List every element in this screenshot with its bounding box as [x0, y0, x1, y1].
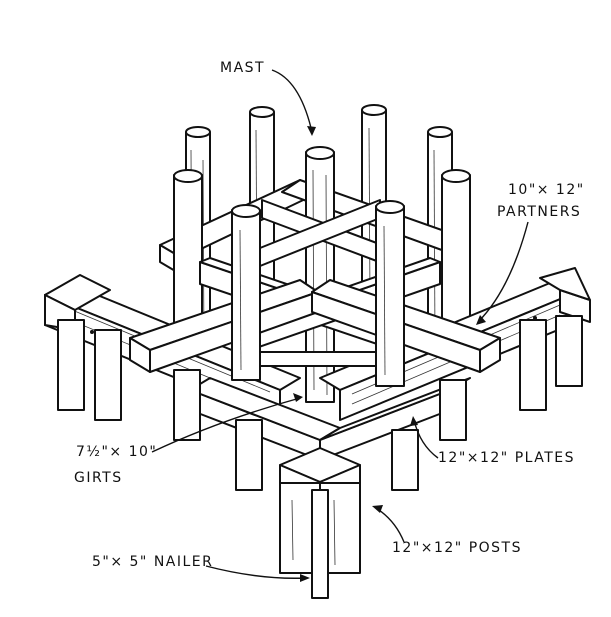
lower-post-left-inner [94, 329, 122, 421]
lower-post-right-1 [439, 379, 467, 441]
svg-text:MAST: MAST [220, 60, 265, 76]
svg-text:GIRTS: GIRTS [74, 470, 123, 486]
side-post-right [441, 169, 471, 346]
lower-post-left-outer [57, 319, 85, 411]
nailer [311, 489, 329, 599]
lower-post-right-3 [555, 315, 583, 387]
svg-text:7½"× 10": 7½"× 10" [76, 444, 157, 460]
lower-post-left-2 [173, 369, 201, 441]
side-post-left [173, 169, 203, 326]
svg-text:12"×12" PLATES: 12"×12" PLATES [438, 450, 575, 466]
lower-post-mid-left [235, 419, 263, 491]
front-cross-rail [259, 351, 377, 367]
plate-right-end-block [539, 267, 591, 323]
label-mast: MAST [220, 60, 316, 136]
label-nailer: 5"× 5" NAILER [92, 554, 310, 582]
front-post-left [231, 204, 261, 381]
label-partners: 10"× 12" PARTNERS [476, 182, 585, 325]
label-plates: 12"×12" PLATES [410, 416, 575, 466]
svg-text:10"× 12": 10"× 12" [508, 182, 585, 198]
label-girts: 7½"× 10" GIRTS [74, 393, 303, 486]
svg-text:5"× 5" NAILER: 5"× 5" NAILER [92, 554, 213, 570]
front-post-right [375, 200, 405, 387]
svg-text:12"×12" POSTS: 12"×12" POSTS [392, 540, 522, 556]
lower-post-right-4 [391, 429, 419, 491]
svg-text:PARTNERS: PARTNERS [497, 204, 581, 220]
label-posts: 12"×12" POSTS [372, 505, 522, 556]
lower-post-right-2 [519, 319, 547, 411]
